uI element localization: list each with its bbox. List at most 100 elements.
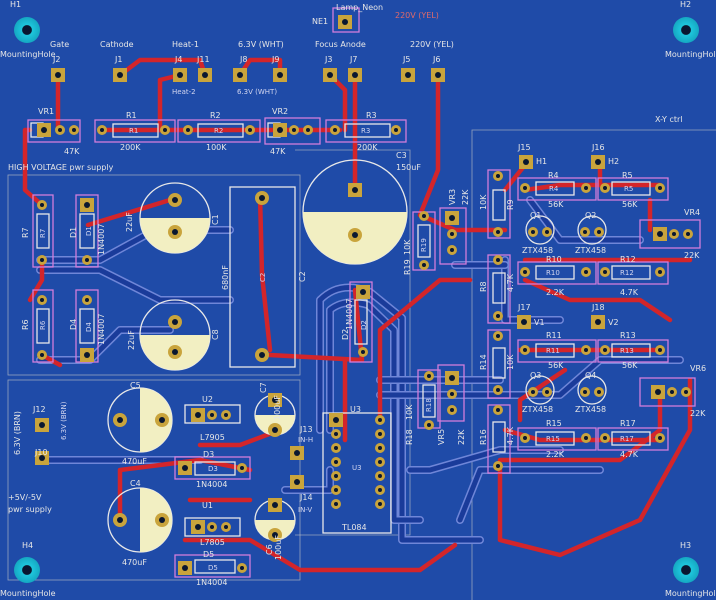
label-d5: D5 (203, 550, 214, 559)
label-c5: C5 (130, 381, 141, 390)
label-r6-fab: R6 (39, 320, 47, 330)
label-r11-value: 56K (548, 361, 564, 370)
label-r17-value: 4.7K (620, 450, 639, 459)
label-j14: J14 (299, 493, 313, 502)
label-u3-fab: U3 (352, 464, 362, 472)
label-xy-ctrl: X-Y ctrl (655, 115, 683, 124)
label-r7: R7 (21, 227, 30, 238)
transistors (525, 215, 607, 405)
label-u3: U3 (350, 405, 361, 414)
label-mounting-h4: MountingHole (0, 589, 56, 598)
label-hv-supply: HIGH VOLTAGE pwr supply (8, 163, 114, 172)
label-vr4: VR4 (684, 208, 700, 217)
label-q3-part: ZTX458 (522, 405, 553, 414)
label-v2-pin: V2 (608, 318, 619, 327)
label-u1-value: L7805 (200, 538, 225, 547)
label-gate: Gate (50, 40, 69, 49)
label-top-220v: 220V (YEL) (395, 11, 439, 20)
label-r10: R10 (546, 255, 562, 264)
label-r9-value: 10K (479, 194, 488, 210)
label-r13-value: 56K (622, 361, 638, 370)
label-d2-value: 1N4007 (345, 299, 354, 330)
label-r4: R4 (548, 171, 559, 180)
label-q3: Q3 (530, 371, 541, 380)
label-j11: J11 (196, 55, 210, 64)
label-c4-value: 470uF (122, 558, 147, 567)
label-r12: R12 (620, 255, 636, 264)
label-c7: C7 (259, 382, 268, 393)
label-j15: J15 (517, 143, 531, 152)
label-j5: J5 (402, 55, 410, 64)
label-q1: Q1 (530, 211, 541, 220)
label-h2-pin: H2 (608, 157, 619, 166)
label-j17: J17 (517, 303, 531, 312)
label-d1: D1 (69, 227, 78, 238)
label-r17-fab: R17 (620, 435, 634, 443)
mounting-hole-h4 (14, 557, 40, 583)
label-r8-value: 4.7K (506, 273, 515, 292)
label-j18: J18 (591, 303, 605, 312)
label-heat2: Heat-2 (172, 88, 196, 96)
label-j12: J12 (32, 405, 46, 414)
mounting-hole-h1 (14, 17, 40, 43)
label-vr2-value: 47K (270, 147, 286, 156)
label-d4: D4 (69, 319, 78, 330)
label-r15-fab: R15 (546, 435, 560, 443)
label-r19-fab: R19 (420, 238, 428, 252)
label-vr1: VR1 (38, 107, 54, 116)
label-j8: J8 (239, 55, 247, 64)
label-d5-value: 1N4004 (196, 578, 227, 587)
label-q2-part: ZTX458 (575, 246, 606, 255)
label-d4-value: 1N4007 (97, 314, 106, 345)
label-r1-fab: R1 (129, 127, 138, 135)
label-r6: R6 (21, 319, 30, 330)
label-r8: R8 (479, 281, 488, 292)
label-r19-value: 10K (403, 239, 412, 255)
label-r14-value: 10K (506, 354, 515, 370)
label-r18: R18 (405, 429, 414, 445)
label-d1-value: 1N4007 (97, 224, 106, 255)
label-r16-value: 4.7K (506, 426, 515, 445)
label-r2: R2 (210, 111, 221, 120)
label-vr5-value: 22K (457, 429, 466, 445)
label-r14: R14 (479, 354, 488, 370)
label-in-v: IN-V (298, 506, 312, 514)
label-pwr-5v-1: +5V/-5V (8, 493, 42, 502)
label-c5-value: 470uF (122, 457, 147, 466)
label-vr3-value: 22K (461, 189, 470, 205)
label-220v-yel: 220V (YEL) (410, 40, 454, 49)
label-6v3-brn: 6.3V (BRN) (13, 411, 22, 455)
resistor-bodies (30, 122, 651, 574)
label-c1: C1 (211, 214, 220, 225)
label-r5: R5 (622, 171, 633, 180)
label-u3-value: TL084 (341, 523, 367, 532)
courtyards (27, 7, 701, 578)
label-q4: Q4 (585, 371, 596, 380)
label-h1: H1 (10, 0, 21, 9)
label-r1: R1 (126, 111, 137, 120)
mounting-holes (14, 17, 699, 583)
label-v1-pin: V1 (534, 318, 545, 327)
label-r2-value: 100K (206, 143, 227, 152)
label-u1: U1 (202, 501, 213, 510)
label-vr1-value: 47K (64, 147, 80, 156)
label-cathode: Cathode (100, 40, 134, 49)
label-r3-fab: R3 (361, 127, 370, 135)
label-lamp-neon: Lamp_Neon (336, 3, 383, 12)
label-r3-value: 200K (357, 143, 378, 152)
label-c6-value: 100uF (274, 535, 283, 560)
label-j16: J16 (591, 143, 605, 152)
label-mounting-h3: MountingHole (665, 589, 716, 598)
label-j4: J4 (174, 55, 182, 64)
label-d3-value: 1N4004 (196, 480, 227, 489)
label-h4: H4 (22, 541, 33, 550)
label-r2-fab: R2 (214, 127, 223, 135)
label-c2-value: 680nF (221, 265, 230, 290)
mounting-hole-h2 (673, 17, 699, 43)
label-h1-pin: H1 (536, 157, 547, 166)
label-r10-value: 2.2K (546, 288, 565, 297)
label-r5-fab: R5 (624, 185, 633, 193)
label-c7-value: 100uF (273, 395, 282, 420)
label-d5-fab: D5 (208, 564, 218, 572)
